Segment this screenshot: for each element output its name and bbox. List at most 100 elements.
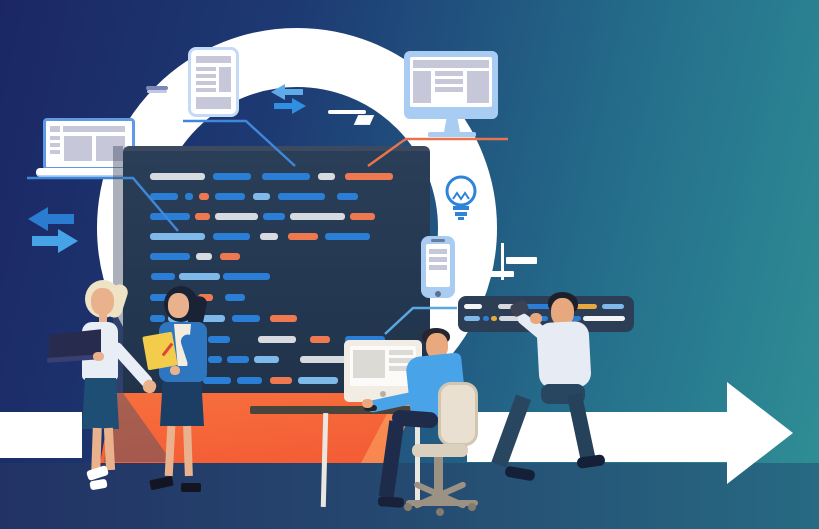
desktop-monitor-screen [350,346,416,386]
code-bar [262,173,310,180]
man-walking-shoe [576,454,606,469]
tablet-icon [188,47,239,117]
woman-a-face [91,288,114,315]
chair-base [406,500,478,506]
desk-leg [415,413,420,507]
monitor-screen-block [467,71,489,103]
woman-a-leg [91,427,102,473]
woman-b-hand [170,366,180,375]
code-bar [150,315,165,322]
woman-with-folder [140,286,215,501]
monitor-screen-block [413,71,431,103]
code-bar [270,315,297,322]
laptop-to-panel-line [27,176,179,232]
chair-column [434,457,443,502]
code-bar [253,193,270,200]
code-bar [151,273,175,280]
dash-icon [147,90,167,93]
man-walking-shoe [504,465,536,482]
tablet-screen-block [196,74,216,78]
large-arrow-left [28,207,74,231]
small-arrow-right [274,98,306,114]
woman-b-heel [149,475,174,491]
chair-caster [404,503,412,511]
woman-b-face [168,293,189,318]
monitor-icon-stand [444,119,460,132]
woman-b-skirt [160,382,204,426]
woman-a-skirt [82,378,119,429]
dash-icon [146,86,168,90]
chair-backrest [438,382,478,446]
code-bar [150,294,172,301]
laptop-screen-block [96,136,125,161]
monitor-screen-block [435,79,463,84]
arrow-tail-band [0,412,82,458]
monitor-icon-stand [428,132,476,137]
code-bar [258,336,296,343]
code-bar [270,377,292,384]
laptop-screen-block [50,143,60,147]
code-bar [310,336,330,343]
code-bar [337,193,358,200]
code-bar [464,316,480,321]
man-at-desk-shoe [377,496,405,508]
code-bar [232,315,260,322]
shelf-icon [489,271,514,277]
code-bar [185,193,193,200]
laptop-screen-block [50,150,60,154]
monitor-icon-screen [410,57,492,107]
laptop-icon [36,168,140,177]
code-bar [203,377,231,384]
monitor-screen-block [435,71,463,76]
tablet-to-panel-line [183,119,296,167]
code-bar [263,213,285,220]
shelf-icon [501,243,504,280]
man-at-desk-leg [378,420,405,498]
desktop-screen-block [353,350,385,378]
tablet-screen-block [219,67,231,92]
phone-screen-block [429,265,447,270]
code-bar [208,336,230,343]
woman-b-leg [183,425,193,477]
code-bar [195,213,210,220]
tablet-screen-block [196,56,231,63]
tablet-screen-block [196,88,216,92]
man-at-desk-face [426,333,448,359]
woman-with-laptop [45,280,160,505]
monitor-camera-dot [380,391,386,397]
monitor-screen-block [413,60,489,68]
laptop-screen-block [64,136,92,161]
small-arrow-left [271,84,303,100]
man-walking [491,292,615,484]
code-bar [260,233,278,240]
man-at-desk-hand [362,399,373,408]
code-bar [526,304,552,309]
code-bar [150,193,178,200]
shelf-icon [506,257,537,264]
woman-a-hand [93,352,104,361]
large-arrow-right [32,229,78,253]
monitor-to-panel-line [367,137,508,168]
code-bar [350,213,375,220]
code-bar [278,193,325,200]
code-bar [196,253,212,260]
man-walking-hand [530,313,542,324]
phone-screen-block [429,249,447,254]
phone-button [435,291,441,297]
code-bar [483,316,489,321]
laptop-screen-block [63,126,125,132]
chair-caster [436,508,444,516]
code-bar [199,193,209,200]
code-bar [213,173,251,180]
code-bar [325,233,370,240]
desktop-screen-block [389,366,413,371]
code-bar [208,356,222,363]
code-bar [602,304,624,309]
code-bar [150,173,205,180]
code-bar [179,273,220,280]
lightbulb-icon [445,175,477,220]
code-bar [150,213,190,220]
woman-a-heel [89,478,108,491]
